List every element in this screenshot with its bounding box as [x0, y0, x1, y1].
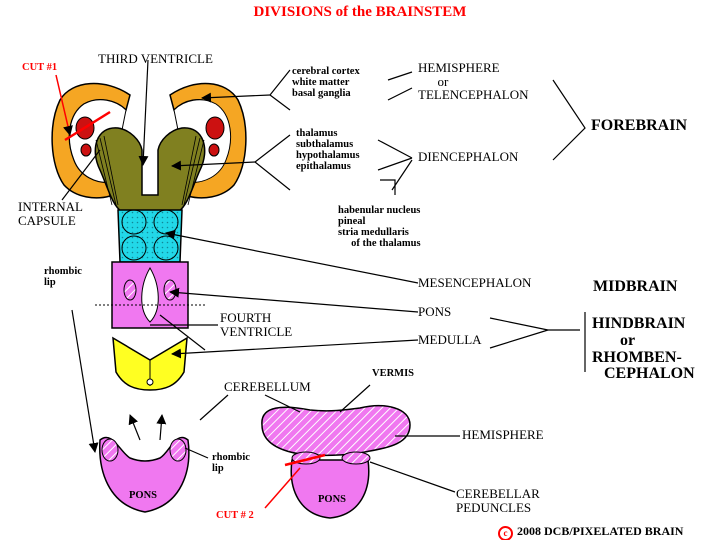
midbrain-label: MIDBRAIN — [593, 278, 678, 295]
diagram-title: DIVISIONS of the BRAINSTEM — [253, 4, 467, 20]
hemisphere-label: HEMISPHERE — [462, 427, 544, 442]
pons-label: PONS — [418, 304, 452, 319]
hindbrain-label: HINDBRAIN or RHOMBEN- CEPHALON — [592, 315, 695, 383]
cut1-label: CUT #1 — [22, 62, 58, 73]
cortex-list-label: cerebral cortex white matter basal gangl… — [292, 66, 360, 100]
hemisphere-telencephalon-label: HEMISPHERE or TELENCEPHALON — [418, 60, 529, 103]
copyright-notice: c 2008 DCB/PIXELATED BRAIN — [498, 524, 683, 540]
rhombic-lip-bottom-label: rhombic lip — [212, 452, 250, 475]
pons-left-label: PONS — [129, 490, 158, 501]
vermis-label: VERMIS — [372, 368, 415, 379]
cut2-label: CUT # 2 — [216, 510, 254, 521]
cut2-line — [284, 453, 326, 467]
cerebellum-label: CEREBELLUM — [224, 379, 311, 394]
internal-capsule-label: INTERNAL CAPSULE — [18, 199, 83, 228]
left-basal-ganglia-low — [80, 143, 92, 157]
habenular-list-label: habenular nucleus pineal stria medullari… — [338, 205, 421, 250]
diencephalon — [94, 127, 206, 213]
copyright-text: 2008 DCB/PIXELATED BRAIN — [517, 524, 684, 538]
thalamus-list-label: thalamus subthalamus hypothalamus epitha… — [296, 128, 360, 173]
rhombic-lip-top-label: rhombic lip — [44, 266, 82, 289]
right-basal-ganglia-low — [208, 143, 220, 157]
copyright-icon: c — [498, 526, 513, 540]
third-ventricle-label: THIRD VENTRICLE — [98, 51, 213, 66]
cerebellum-hemisphere — [261, 405, 411, 457]
fourth-ventricle-label: FOURTH VENTRICLE — [220, 310, 293, 339]
right-basal-ganglia — [205, 116, 225, 140]
cerebellar-peduncles-label: CEREBELLAR PEDUNCLES — [456, 486, 540, 515]
pons-cross-left — [99, 436, 190, 513]
forebrain-label: FOREBRAIN — [591, 117, 688, 134]
pons-right-label: PONS — [318, 494, 347, 505]
internal-capsule-fibers — [95, 135, 205, 206]
mesencephalon-label: MESENCEPHALON — [418, 275, 532, 290]
pons-cross-right — [290, 459, 370, 519]
leader-lines — [61, 59, 586, 493]
diencephalon-label: DIENCEPHALON — [418, 149, 519, 164]
fourth-ventricle — [141, 267, 159, 323]
medulla-label: MEDULLA — [418, 332, 482, 347]
mesencephalon — [117, 209, 183, 263]
